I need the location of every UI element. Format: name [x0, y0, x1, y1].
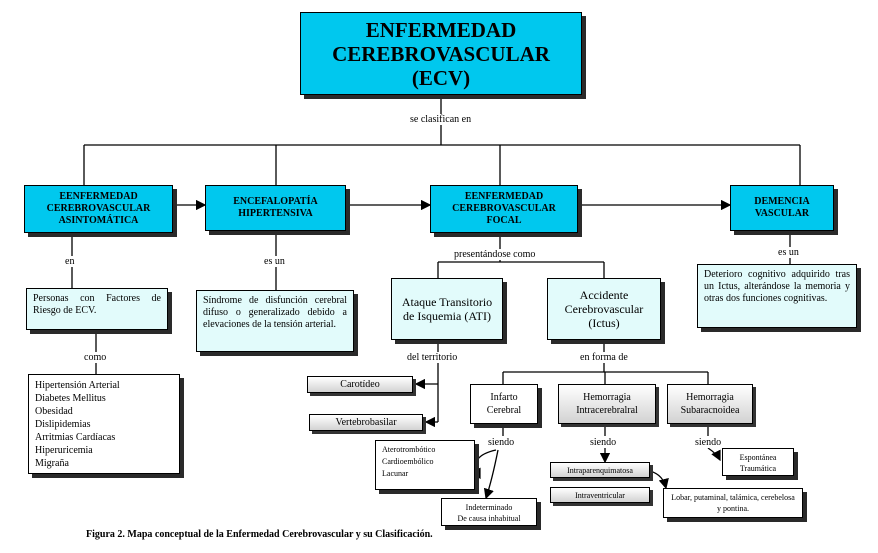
spontaneous-box: Espontánea Traumática — [722, 448, 794, 476]
intraventricular-box: Intraventricular — [550, 487, 650, 503]
intracerebral-box: Hemorragia Intracerebralral — [558, 384, 656, 424]
link-form: en forma de — [578, 352, 630, 363]
deterioration-box: Deterioro cognitivo adquirido tras un Ic… — [697, 264, 857, 328]
infarct-type-item: Aterotrombótico — [382, 445, 436, 454]
risk-factors-list: Hipertensión Arterial Diabetes Mellitus … — [28, 374, 180, 474]
figure-caption: Figura 2. Mapa conceptual de la Enfermed… — [86, 529, 433, 540]
link-presenting: presentándose como — [452, 249, 538, 260]
vertebrobasilar-box: Vertebrobasilar — [309, 414, 423, 431]
carotid-box: Carotídeo — [307, 376, 413, 393]
undetermined-box: Indeterminado De causa inhabitual — [441, 498, 537, 526]
link-being-2: siendo — [588, 437, 619, 448]
link-like: como — [82, 352, 109, 363]
risk-factor-item: Dislipidemias — [35, 419, 91, 430]
risk-people-box: Personas con Factores de Riesgo de ECV. — [26, 288, 168, 330]
infarct-types-box: Aterotrombótico Cardioembólico Lacunar — [375, 440, 475, 490]
link-being-1: siendo — [486, 437, 517, 448]
ati-box: Ataque Transitorio de Isquemia (ATI) — [391, 278, 503, 340]
main-title-box: ENFERMEDAD CEREBROVASCULAR (ECV) — [300, 12, 582, 95]
link-in: en — [63, 256, 77, 267]
category-focal: EENFERMEDAD CEREBROVASCULAR FOCAL — [430, 185, 578, 233]
link-is-a-1: es un — [262, 256, 287, 267]
infarct-type-item: Cardioembólico — [382, 457, 434, 466]
risk-factor-item: Hiperuricemia — [35, 445, 93, 456]
link-territory: del territorio — [405, 352, 460, 363]
category-asymptomatic: EENFERMEDAD CEREBROVASCULAR ASINTOMÁTICA — [24, 185, 173, 233]
acv-box: Accidente Cerebrovascular (Ictus) — [547, 278, 661, 340]
intraparenchymal-box: Intraparenquimatosa — [550, 462, 650, 478]
link-classify: se clasifican en — [408, 114, 474, 125]
syndrome-box: Síndrome de disfunción cerebral difuso o… — [196, 290, 354, 352]
risk-factor-item: Diabetes Mellitus — [35, 393, 106, 404]
risk-factor-item: Obesidad — [35, 406, 73, 417]
locations-box: Lobar, putaminal, talámica, cerebelosa y… — [663, 488, 803, 518]
risk-factor-item: Arritmias Cardíacas — [35, 432, 116, 443]
link-is-a-2: es un — [776, 247, 801, 258]
category-hypertensive: ENCEFALOPATÍA HIPERTENSIVA — [205, 185, 346, 231]
category-dementia: DEMENCIA VASCULAR — [730, 185, 834, 231]
infarct-type-item: Lacunar — [382, 469, 409, 478]
risk-factor-item: Migraña — [35, 458, 69, 469]
risk-factor-item: Hipertensión Arterial — [35, 380, 120, 391]
link-being-3: siendo — [693, 437, 724, 448]
main-title: ENFERMEDAD CEREBROVASCULAR (ECV) — [332, 17, 550, 90]
subarachnoid-box: Hemorragia Subaracnoidea — [667, 384, 753, 424]
infarct-box: Infarto Cerebral — [470, 384, 538, 424]
